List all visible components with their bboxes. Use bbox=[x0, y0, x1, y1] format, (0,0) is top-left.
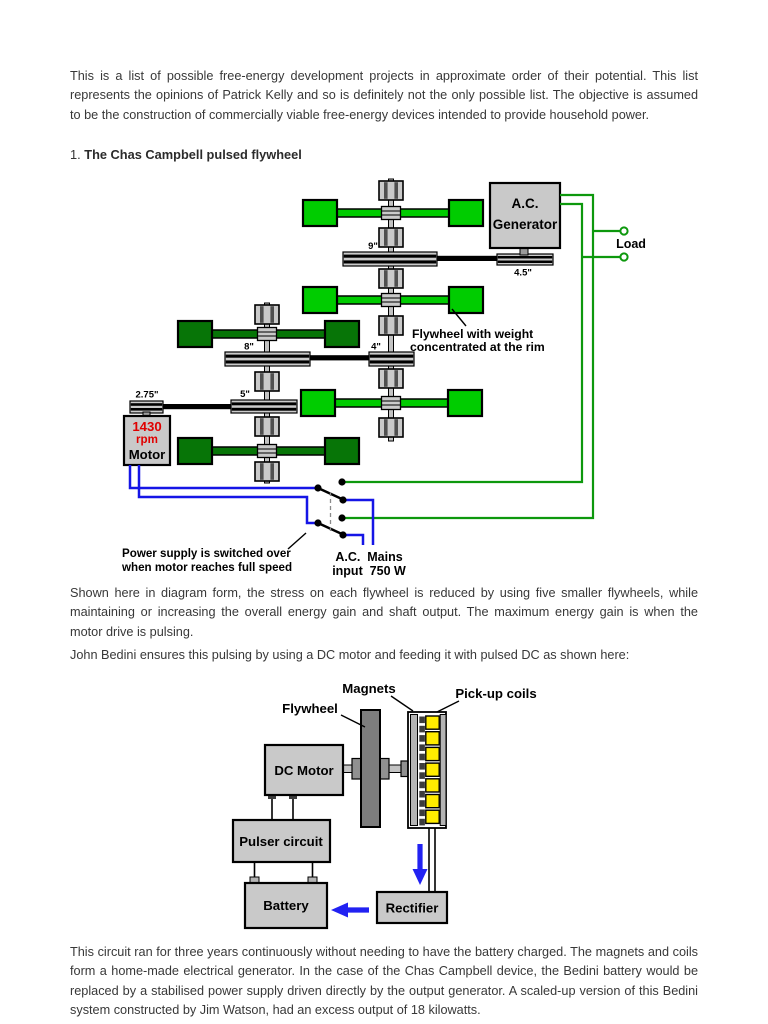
motor-rpm-unit: rpm bbox=[136, 433, 158, 446]
ac-generator-label-line1: A.C. bbox=[512, 196, 539, 211]
drive-disc-4in bbox=[368, 351, 415, 367]
pulser-circuit: Pulser circuit bbox=[231, 818, 332, 864]
pickup-coils-callout: Pick-up coils bbox=[436, 686, 537, 713]
generator-output-wires: Load bbox=[345, 193, 646, 520]
rectifier-label: Rectifier bbox=[386, 901, 439, 916]
closing-paragraph: This circuit ran for three years continu… bbox=[70, 945, 698, 1017]
battery-label: Battery bbox=[263, 898, 309, 913]
drive-disc-5in bbox=[230, 399, 298, 414]
dc-motor-label: DC Motor bbox=[274, 763, 333, 778]
drive-disc-4p5in bbox=[496, 253, 554, 266]
drive-belts bbox=[162, 255, 497, 410]
battery: Battery bbox=[243, 876, 329, 930]
campbell-flywheel-diagram: A.C. Generator 1430 rpm Motor Load bbox=[121, 178, 646, 578]
pickup-coils-label: Pick-up coils bbox=[455, 686, 536, 701]
flywheel-pair-1 bbox=[301, 198, 485, 228]
left-vertical-shaft bbox=[264, 302, 270, 484]
bedini-paragraph: John Bedini ensures this pulsing by usin… bbox=[70, 648, 630, 662]
load-label: Load bbox=[616, 237, 646, 251]
dim-4p5in-label: 4.5" bbox=[514, 268, 532, 279]
section-heading: 1. The Chas Campbell pulsed flywheel bbox=[70, 147, 698, 162]
circuit-wires bbox=[253, 799, 436, 892]
ac-generator: A.C. Generator bbox=[488, 181, 562, 256]
mains-annotation: A.C. Mains input 750 W bbox=[332, 550, 406, 578]
flywheel-annotation: Flywheel with weight concentrated at the… bbox=[410, 308, 545, 354]
mains-label-line1: A.C. Mains bbox=[335, 550, 402, 564]
magnets-callout: Magnets bbox=[342, 681, 414, 712]
drive-disc-8in bbox=[224, 351, 311, 367]
pulser-label: Pulser circuit bbox=[239, 834, 323, 849]
magnet-coil-assembly bbox=[407, 711, 447, 829]
magnet-strip bbox=[419, 716, 425, 826]
dim-9in-label: 9" bbox=[368, 241, 378, 252]
load-terminal-bottom bbox=[619, 252, 629, 262]
main-vertical-shaft bbox=[388, 178, 394, 442]
flywheel-note-line2: concentrated at the rim bbox=[410, 340, 545, 354]
pickup-coil-strip bbox=[425, 715, 440, 825]
ac-generator-label-line2: Generator bbox=[493, 217, 558, 232]
flywheel-callout: Flywheel bbox=[282, 701, 366, 728]
changeover-switch-1 bbox=[314, 478, 347, 504]
changeover-switch-2 bbox=[314, 514, 347, 539]
flywheels-paragraph: Shown here in diagram form, the stress o… bbox=[70, 586, 698, 639]
flywheel-note-line1: Flywheel with weight bbox=[412, 327, 533, 341]
bedini-pulsed-dc-diagram: DC Motor Pulser circuit Battery Rectifie… bbox=[231, 681, 537, 930]
intro-paragraph: This is a list of possible free-energy d… bbox=[70, 69, 698, 122]
drive-disc-9in bbox=[342, 251, 438, 267]
drive-motor: 1430 rpm Motor bbox=[122, 411, 172, 467]
motor-label: Motor bbox=[129, 447, 166, 462]
rectifier: Rectifier bbox=[375, 890, 449, 925]
motor-supply-wires bbox=[128, 465, 375, 545]
dim-4in-label: 4" bbox=[371, 342, 381, 353]
current-flow-left-arrow bbox=[331, 902, 369, 918]
dim-2p75in-label: 2.75" bbox=[136, 390, 159, 401]
flywheel-pair-2 bbox=[301, 285, 485, 315]
flywheel-pair-5 bbox=[176, 436, 361, 466]
switch-annotation: Power supply is switched over when motor… bbox=[121, 532, 307, 574]
current-flow-down-arrow bbox=[412, 844, 428, 885]
magnets-label: Magnets bbox=[342, 681, 396, 696]
flywheel-pair-4 bbox=[299, 388, 484, 418]
dim-5in-label: 5" bbox=[240, 389, 250, 400]
pulley-dimension-labels: 9" 4.5" 8" 4" 5" 2.75" bbox=[136, 241, 532, 401]
motor-pulley-2p75in bbox=[129, 400, 164, 414]
flywheel-disc bbox=[360, 709, 381, 828]
flywheel-pair-3 bbox=[176, 319, 361, 349]
dim-8in-label: 8" bbox=[244, 342, 254, 353]
dc-motor: DC Motor bbox=[263, 743, 345, 799]
load-terminal-top bbox=[619, 226, 629, 236]
switch-note-line1: Power supply is switched over bbox=[122, 547, 291, 560]
flywheel-label: Flywheel bbox=[282, 701, 338, 716]
section-number: 1. bbox=[70, 147, 81, 162]
section-title: The Chas Campbell pulsed flywheel bbox=[84, 147, 302, 162]
mains-label-line2: input 750 W bbox=[332, 564, 406, 578]
motor-rpm-value: 1430 bbox=[132, 419, 161, 434]
switch-note-line2: when motor reaches full speed bbox=[121, 561, 292, 574]
